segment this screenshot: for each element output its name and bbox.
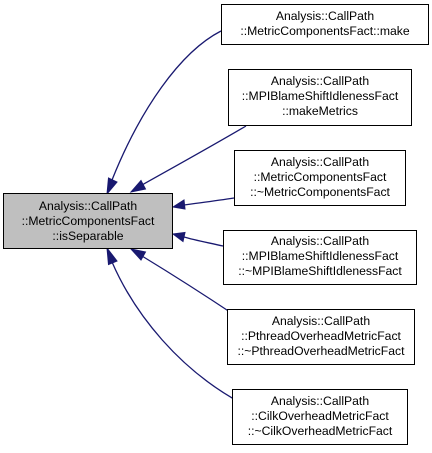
caller-node-line-1: Analysis::CallPath bbox=[271, 155, 369, 169]
edge-dtor-mpiblame bbox=[171, 231, 224, 247]
caller-node-box bbox=[223, 230, 417, 285]
caller-node-line-2: ::PthreadOverheadMetricFact bbox=[241, 329, 401, 343]
focus-node-line-2: ::MetricComponentsFact bbox=[22, 214, 155, 228]
caller-node-line-3: ::~MetricComponentsFact bbox=[250, 185, 390, 199]
caller-node-box bbox=[227, 309, 415, 365]
caller-node-make[interactable]: Analysis::CallPath ::MetricComponentsFac… bbox=[221, 4, 429, 45]
caller-node-box bbox=[221, 4, 429, 45]
focus-node-box bbox=[3, 193, 173, 249]
edge-line bbox=[111, 30, 222, 181]
arrowhead bbox=[106, 246, 118, 266]
edge-dtor-cilk bbox=[106, 246, 242, 404]
edge-line bbox=[183, 236, 224, 247]
caller-node-line-3: ::~PthreadOverheadMetricFact bbox=[238, 344, 406, 358]
caller-node-dtor-pthread[interactable]: Analysis::CallPath ::PthreadOverheadMetr… bbox=[227, 309, 415, 365]
caller-node-makemetrics[interactable]: Analysis::CallPath ::MPIBlameShiftIdlene… bbox=[228, 69, 412, 126]
caller-node-line-1: Analysis::CallPath bbox=[271, 234, 369, 248]
focus-node-line-1: Analysis::CallPath bbox=[39, 199, 137, 213]
edge-line bbox=[183, 197, 235, 206]
caller-node-box bbox=[228, 69, 412, 126]
focus-node[interactable]: Analysis::CallPath ::MetricComponentsFac… bbox=[3, 193, 173, 249]
edge-dtor-metriccomponents bbox=[171, 197, 235, 210]
caller-node-line-1: Analysis::CallPath bbox=[272, 314, 370, 328]
caller-node-dtor-cilk[interactable]: Analysis::CallPath ::CilkOverheadMetricF… bbox=[232, 389, 408, 445]
caller-node-line-3: ::makeMetrics bbox=[282, 104, 358, 118]
arrowhead bbox=[129, 248, 147, 261]
focus-node-line-3: ::isSeparable bbox=[52, 229, 123, 243]
caller-node-line-1: Analysis::CallPath bbox=[271, 394, 369, 408]
caller-node-line-3: ::~CilkOverheadMetricFact bbox=[248, 424, 393, 438]
edge-make bbox=[106, 30, 222, 196]
edge-dtor-pthread bbox=[129, 248, 237, 317]
caller-node-line-2: ::MetricComponentsFact bbox=[254, 170, 387, 184]
caller-node-line-2: ::CilkOverheadMetricFact bbox=[251, 409, 389, 423]
edge-line bbox=[141, 125, 247, 186]
edge-makemetrics bbox=[129, 125, 247, 193]
caller-node-line-1: Analysis::CallPath bbox=[271, 74, 369, 88]
caller-node-line-3: ::~MPIBlameShiftIdlenessFact bbox=[238, 264, 402, 278]
arrowhead bbox=[171, 199, 186, 210]
caller-node-line-2: ::MPIBlameShiftIdlenessFact bbox=[242, 249, 399, 263]
caller-node-box bbox=[232, 389, 408, 445]
caller-node-line-2: ::MPIBlameShiftIdlenessFact bbox=[242, 89, 399, 103]
caller-node-line-1: Analysis::CallPath bbox=[276, 9, 374, 23]
arrowhead bbox=[106, 177, 118, 196]
arrowhead bbox=[171, 231, 186, 243]
caller-node-line-2: ::MetricComponentsFact::make bbox=[240, 24, 410, 38]
caller-node-dtor-mpiblame[interactable]: Analysis::CallPath ::MPIBlameShiftIdlene… bbox=[223, 230, 417, 285]
edge-line bbox=[111, 261, 242, 404]
caller-node-box bbox=[234, 150, 406, 206]
caller-node-dtor-metriccomponents[interactable]: Analysis::CallPath ::MetricComponentsFac… bbox=[234, 150, 406, 206]
edge-line bbox=[141, 255, 237, 317]
arrowhead bbox=[129, 179, 147, 193]
